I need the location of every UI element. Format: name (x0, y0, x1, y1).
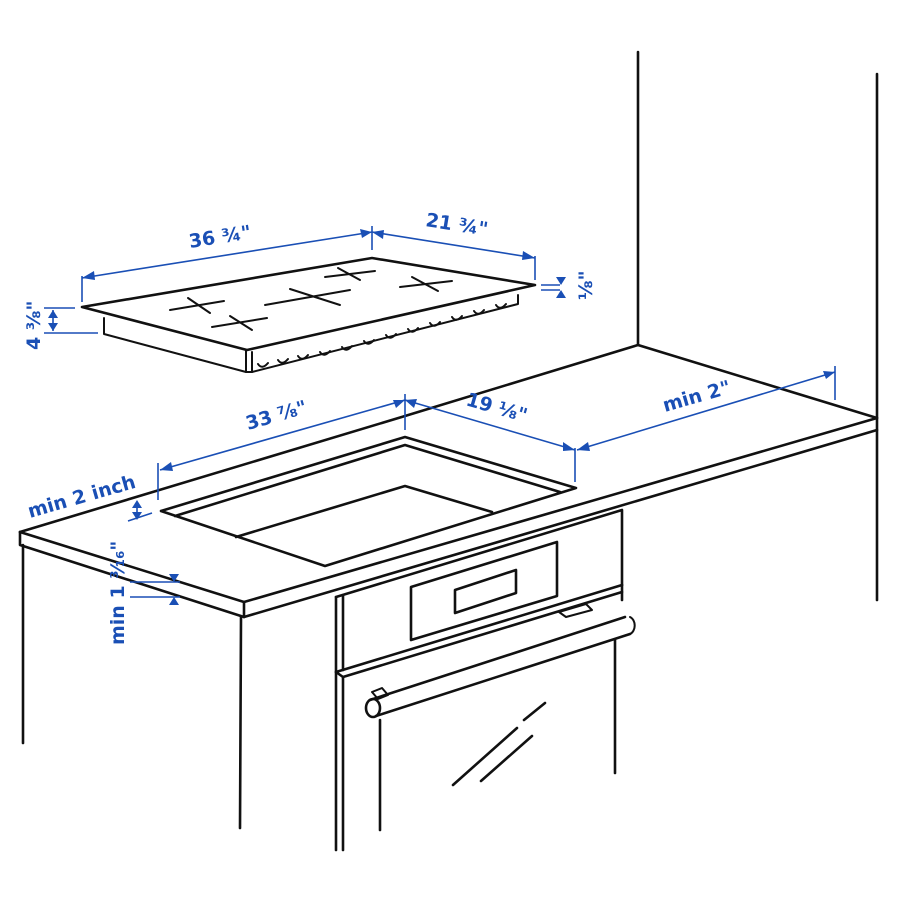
vent-slots (257, 303, 507, 368)
dimension-labels: 36 ¾" 21 ¾" 4 ⅜" ⅛" 33 ⅞" 19 ⅛" min 2" m… (23, 209, 733, 645)
cutout (159, 435, 578, 568)
cutout-depth-label: 19 ⅛" (464, 389, 530, 427)
front-clearance-label: min 2 inch (25, 471, 138, 523)
wall (636, 50, 879, 602)
dimension-lines (44, 226, 836, 605)
burner-marks (169, 267, 453, 331)
oven-handle (364, 615, 636, 719)
glass-thickness-label: ⅛" (575, 270, 597, 300)
rear-clearance-label: min 2" (660, 376, 733, 416)
countertop (18, 343, 879, 830)
display-panel (409, 540, 559, 642)
cooktop-height-label: 4 ⅜" (23, 301, 45, 350)
cooktop (80, 256, 537, 373)
cooktop-width-label: 36 ¾" (187, 221, 252, 253)
countertop-thickness-label: min 1 ³⁄₁₆" (107, 541, 129, 645)
cutout-width-label: 33 ⅞" (243, 396, 309, 434)
cooktop-depth-label: 21 ¾" (424, 209, 489, 241)
glass-glare (451, 701, 547, 787)
oven (334, 508, 636, 852)
